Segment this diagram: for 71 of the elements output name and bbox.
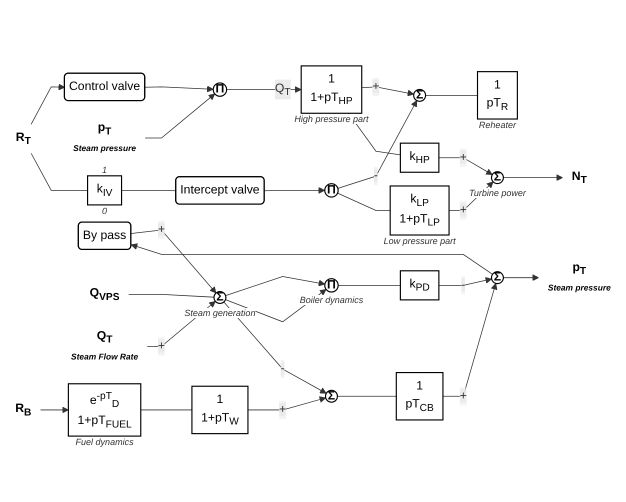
arrow xyxy=(248,396,326,410)
node-box: k$_{IV}$ xyxy=(87,175,122,206)
edge-label: + xyxy=(158,340,166,352)
edge-label: + xyxy=(279,403,286,416)
connector xyxy=(338,284,401,286)
arrow xyxy=(225,276,326,296)
annotation-label: Reheater xyxy=(478,120,516,130)
edge-label: Q$_{T}$ xyxy=(274,82,291,98)
annotation-label: Steam generation xyxy=(184,308,256,318)
annotation-label: Turbine power xyxy=(469,188,526,198)
edge-label: - xyxy=(280,362,285,376)
arrow xyxy=(30,84,66,125)
node-box: 1 1+pT$_{HP}$ xyxy=(300,65,362,114)
arrow xyxy=(503,274,540,282)
node-text: R$_{T}$ xyxy=(16,131,31,147)
node-text: R$_{B}$ xyxy=(15,402,32,418)
edge-label: + xyxy=(158,223,166,236)
arrow xyxy=(438,277,492,286)
node-box: k$_{LP}$ 1+pT$_{LP}$ xyxy=(390,185,450,236)
node-box: 1 pT$_{CB}$ xyxy=(396,372,444,421)
arrow xyxy=(264,187,326,194)
node-circle: Σ xyxy=(413,88,426,102)
connector xyxy=(128,294,214,298)
node-circle: Σ xyxy=(490,171,504,184)
node-box: 1 1+pT$_{W}$ xyxy=(191,386,249,434)
node-label: Steam pressure xyxy=(548,284,611,293)
edge-label: + xyxy=(460,150,467,164)
node-circle: Σ xyxy=(213,290,226,304)
arrow xyxy=(503,174,563,181)
annotation-label: Fuel dynamics xyxy=(76,437,134,448)
node-label: Steam pressure xyxy=(73,144,136,154)
edge-label: - xyxy=(374,169,378,182)
arrow xyxy=(361,86,414,96)
node-text: N$_{T}$ xyxy=(572,170,587,186)
connector xyxy=(337,192,391,211)
node-label: Steam Flow Rate xyxy=(71,352,138,362)
connector xyxy=(425,94,478,96)
arrow xyxy=(438,157,493,175)
annotation-label: Boiler dynamics xyxy=(300,295,364,306)
node-text: p$_{T}$ xyxy=(98,121,112,137)
annotation-label: High pressure part xyxy=(294,114,368,124)
node-circle: Σ xyxy=(490,271,504,284)
edge-label: - xyxy=(461,278,466,292)
node-circle: Σ xyxy=(324,390,338,403)
arrow xyxy=(223,302,327,394)
node-box: 1 pT$_{R}$ xyxy=(476,71,518,120)
connector xyxy=(337,396,397,397)
annotation-label: Low pressure part xyxy=(384,236,456,246)
arrow xyxy=(337,100,418,189)
arrow xyxy=(130,243,493,275)
arrow xyxy=(226,86,302,93)
connector xyxy=(121,190,176,192)
arrow xyxy=(40,406,69,414)
arrow xyxy=(442,283,498,397)
arrow xyxy=(144,86,214,92)
arrow xyxy=(130,230,216,294)
node-text: p$_{T}$ xyxy=(572,260,586,276)
connector xyxy=(30,153,88,191)
node-box: k$_{PD}$ xyxy=(400,270,440,300)
edge-label: + xyxy=(460,204,467,217)
node-circle: Π xyxy=(324,183,339,198)
node-circle: Π xyxy=(212,82,228,97)
arrow xyxy=(144,94,216,138)
edge-label: + xyxy=(460,389,467,402)
node-box: k$_{HP}$ xyxy=(400,142,440,173)
node-text: Q$_{VPS}$ xyxy=(90,286,120,302)
annotation-label: 0 xyxy=(102,206,108,216)
node-circle: Π xyxy=(324,278,339,293)
node-text: Q$_{T}$ xyxy=(96,330,112,345)
edge-label: + xyxy=(372,80,380,93)
annotation-label: 1 xyxy=(102,164,108,175)
